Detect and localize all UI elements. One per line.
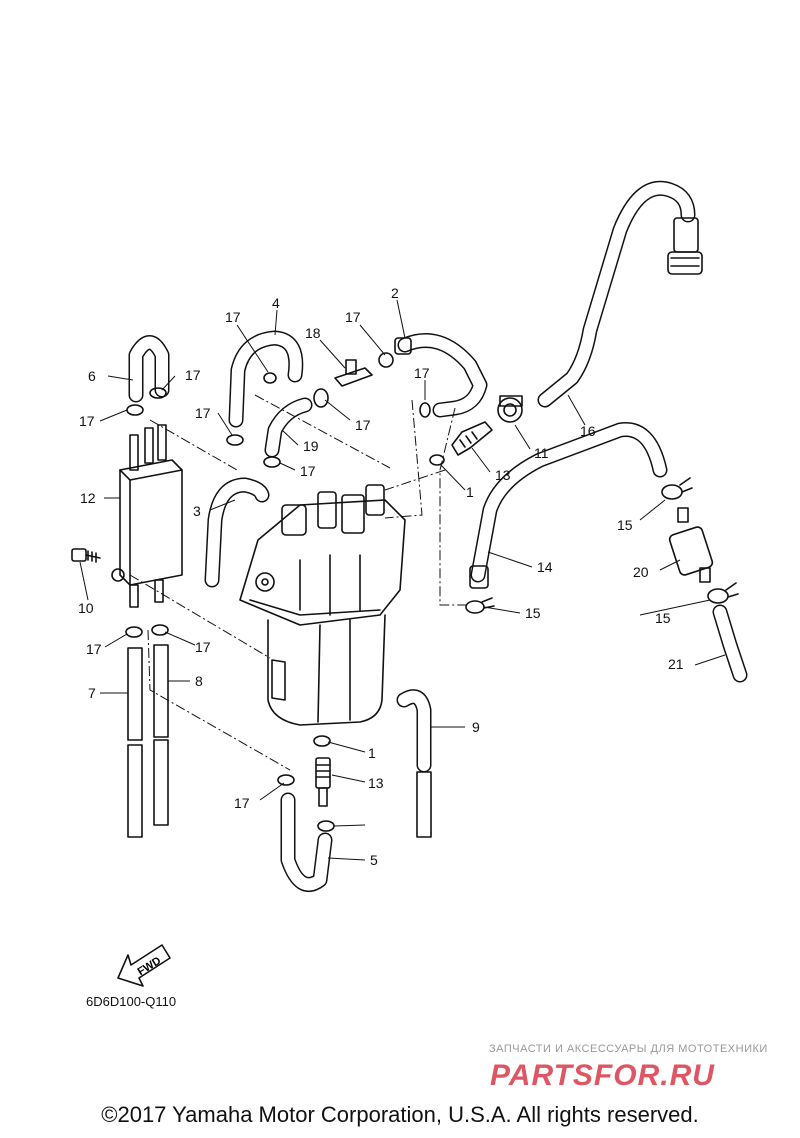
callout-14: 14 [537,559,553,575]
callout-12: 12 [80,490,96,506]
callout-13-upper: 13 [495,467,511,483]
part-4-hose [228,330,304,428]
part-5-hose [280,792,333,892]
callout-5: 5 [370,852,378,868]
part-16-hose [537,181,703,408]
callout-4: 4 [272,295,280,311]
callout-17-e: 17 [185,367,201,383]
callout-labels: 1 1 2 3 4 5 6 7 8 9 10 11 12 13 13 14 15… [78,285,684,868]
part-9-hose [396,689,432,838]
callout-1-lower: 1 [368,745,376,761]
callout-1-upper: 1 [466,484,474,500]
callout-17-c: 17 [414,365,430,381]
callout-15-upper: 15 [617,517,633,533]
callout-18: 18 [305,325,321,341]
fwd-label: FWD [136,955,164,978]
fwd-arrow-icon: FWD [117,944,171,987]
part-15-clip-a [661,477,693,500]
callout-16: 16 [580,423,596,439]
svg-text:PARTSFOR.RU: PARTSFOR.RU [490,1059,715,1092]
callout-21: 21 [668,656,684,672]
part-6-hose [128,335,170,403]
callout-17-i: 17 [86,641,102,657]
part-7-hose [127,647,143,838]
part-15-clip-b [707,582,739,604]
watermark-logo: PARTSFOR.RU [490,1059,715,1092]
callout-17-d: 17 [355,417,371,433]
part-8-hose [153,644,169,826]
copyright-notice: ©2017 Yamaha Motor Corporation, U.S.A. A… [101,1102,699,1127]
part-18-tee [334,359,373,387]
watermark-tagline: ЗАПЧАСТИ И АКСЕССУАРЫ ДЛЯ МОТОТЕХНИКИ [489,1043,768,1055]
part-13-fitting-upper [451,421,493,456]
part-13-fitting-lower [315,757,331,807]
callout-6: 6 [88,368,96,384]
callout-3: 3 [193,503,201,519]
part-12-filter [119,424,183,608]
callout-17-j: 17 [195,639,211,655]
callout-9: 9 [472,719,480,735]
leader-lines [79,299,726,861]
callout-13-lower: 13 [368,775,384,791]
callout-11: 11 [534,445,549,461]
callout-10: 10 [78,600,94,616]
part-19-hose [264,397,313,458]
callout-15-middle: 15 [525,605,541,621]
callout-17-h: 17 [300,463,316,479]
callout-20: 20 [633,564,649,580]
callout-17-g: 17 [195,405,211,421]
part-11-clamp [497,395,523,423]
vapor-separator-assembly [239,484,406,726]
part-14-hose [469,422,668,589]
callout-7: 7 [88,685,96,701]
diagram-code: 6D6D100-Q110 [86,994,177,1009]
callout-17-b: 17 [345,309,361,325]
part-3-hose [204,477,270,588]
part-21-hose [712,604,748,683]
callout-8: 8 [195,673,203,689]
callout-19: 19 [303,438,319,454]
callout-2: 2 [391,285,399,301]
callout-17-k: 17 [234,795,250,811]
part-15-clip-c [465,597,495,614]
callout-15-lower: 15 [655,610,671,626]
callout-17-a: 17 [225,309,241,325]
part-20-filter [668,507,714,583]
callout-17-f: 17 [79,413,95,429]
part-2-hose [394,333,488,418]
part-1-oring-lower [313,735,331,747]
part-10-bolt [71,548,125,582]
part-1-oring-upper [429,454,445,466]
reference-lines [129,394,470,771]
